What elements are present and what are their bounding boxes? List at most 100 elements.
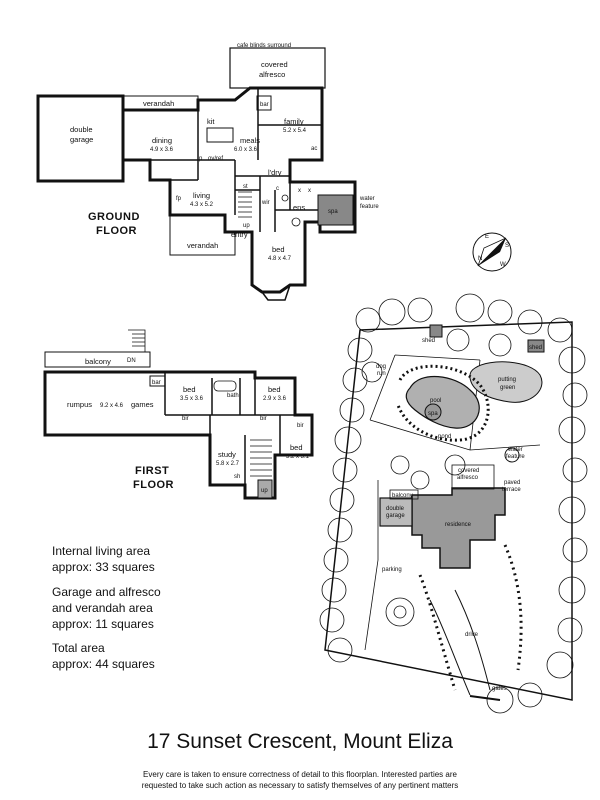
residence-footprint — [411, 487, 506, 569]
site-water: water — [507, 447, 523, 453]
label-spa: spa — [328, 209, 338, 215]
label-bed2: bed — [268, 385, 281, 394]
label-rumpus-dim: 9.2 x 4.6 — [100, 403, 124, 409]
label-bir2: bir — [260, 416, 267, 422]
label-meals-dim: 6.0 x 3.6 — [234, 147, 258, 153]
bay-window — [261, 284, 291, 301]
label-x2: x — [308, 188, 311, 194]
stairs — [238, 191, 252, 218]
ground-floor-labels: GROUND FLOOR cafe blinds surround covere… — [70, 43, 379, 262]
total-area-block: Total area approx: 44 squares — [52, 640, 155, 672]
label-balcony: balcony — [85, 357, 111, 366]
site-run: run — [377, 371, 386, 377]
label-alfresco: alfresco — [259, 70, 285, 79]
compass-w-label: W — [500, 262, 506, 268]
bar-counter — [256, 95, 272, 111]
kitchen-island — [206, 127, 234, 143]
pool-edging — [396, 364, 490, 442]
site-dog: dog — [376, 364, 386, 370]
label-cafe-blinds: cafe blinds surround — [237, 43, 291, 49]
front-verandah — [169, 215, 236, 256]
site-pool: pool — [430, 398, 441, 404]
site-drive: drive — [465, 632, 479, 638]
stair-void — [257, 479, 273, 499]
site-parking: parking — [382, 567, 402, 573]
driveway — [429, 589, 491, 696]
shed-1 — [429, 324, 443, 338]
first-floor-internal-walls — [164, 372, 295, 485]
label-feature: feature — [360, 204, 379, 210]
site-green: green — [500, 385, 515, 391]
site-double: double — [386, 506, 405, 512]
internal-walls — [150, 88, 322, 232]
label-entry: entry — [231, 230, 248, 239]
site-shed-1: shed — [422, 338, 435, 344]
label-verandah-top: verandah — [143, 99, 174, 108]
garage-footprint — [379, 497, 413, 527]
site-covered: covered — [458, 468, 479, 474]
garage-area-value: approx: 11 squares — [52, 617, 154, 631]
site-balcony-label: balcony — [392, 493, 413, 499]
label-p: p — [199, 156, 203, 162]
site-putting: putting — [498, 377, 516, 383]
site-gates: gates — [492, 686, 507, 692]
first-floor-plan — [43, 329, 314, 500]
compass-rose — [472, 232, 512, 272]
label-family-dim: 5.2 x 5.4 — [283, 128, 307, 134]
site-alfresco: alfresco — [457, 475, 479, 481]
ground-floor-title: GROUND — [88, 211, 140, 223]
site-residence: residence — [445, 522, 472, 528]
balcony-outline — [44, 351, 151, 368]
label-bath: bath — [227, 393, 239, 399]
label-bed3-dim: 3.2 x 3.1 — [286, 454, 310, 460]
label-rumpus: rumpus — [67, 400, 92, 409]
label-study-dim: 5.8 x 2.7 — [216, 461, 240, 467]
first-floor-bar — [149, 375, 166, 387]
internal-area-block: Internal living area approx: 33 squares — [52, 543, 155, 575]
site-garage: garage — [386, 513, 405, 519]
label-bed1-dim: 3.5 x 3.6 — [180, 396, 204, 402]
bathtub — [213, 380, 237, 392]
label-c: c — [276, 186, 279, 192]
ground-floor-plan — [36, 47, 357, 301]
balcony-stairs — [128, 329, 146, 352]
garage-area-label-2: and verandah area — [52, 601, 153, 615]
site-balcony — [389, 489, 419, 500]
label-bed2-dim: 2.9 x 3.6 — [263, 396, 287, 402]
house-walls — [121, 86, 357, 294]
label-ldry: l'dry — [268, 168, 282, 177]
label-fp: fp — [176, 196, 182, 202]
site-feature: feature — [506, 454, 525, 460]
label-double: double — [70, 125, 93, 134]
compass-circle — [472, 232, 512, 272]
first-floor-stairs — [250, 439, 272, 477]
label-sh: sh — [234, 474, 240, 480]
label-bed1: bed — [183, 385, 196, 394]
label-up: up — [243, 223, 250, 229]
label-ff-up: up — [261, 488, 268, 494]
label-ac: ac — [311, 146, 317, 152]
garage-area-block: Garage and alfresco and verandah area ap… — [52, 584, 161, 632]
internal-area-label: Internal living area — [52, 544, 151, 558]
water-feature-circle — [504, 447, 520, 463]
label-ff-bar: bar — [152, 380, 161, 386]
site-boundary — [324, 321, 573, 701]
label-x1: x — [298, 188, 301, 194]
basin — [281, 194, 289, 202]
shed-2 — [527, 339, 545, 353]
label-bar: bar — [260, 102, 269, 108]
disclaimer-line-1: Every care is taken to ensure correctnes… — [143, 770, 457, 779]
label-bed3: bed — [290, 443, 303, 452]
ground-floor-title-2: FLOOR — [96, 225, 137, 237]
site-paved: paved — [504, 480, 520, 486]
first-floor-labels: FIRST FLOOR balcony DN bar rumpus 9.2 x … — [67, 357, 310, 494]
site-terrace: terrace — [502, 487, 521, 493]
label-bir3: bir — [297, 423, 304, 429]
label-verandah-bottom: verandah — [187, 241, 218, 250]
label-dn: DN — [127, 358, 136, 364]
pool-shape — [405, 375, 480, 429]
shrub-border — [319, 293, 588, 714]
label-living-dim: 4.3 x 5.2 — [190, 202, 214, 208]
site-pond: pond — [438, 434, 451, 440]
